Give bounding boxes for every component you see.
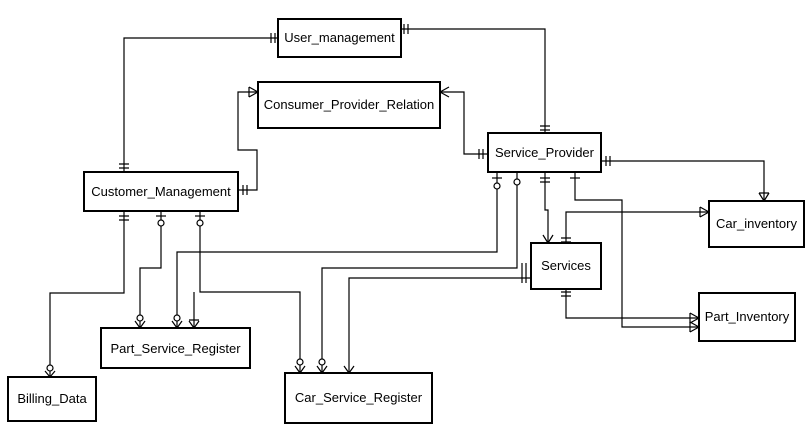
edge-provider-partinv — [574, 172, 699, 328]
edge-user-provider — [401, 28, 546, 133]
entity-label: Part_Inventory — [705, 309, 790, 324]
entity-label: User_management — [284, 30, 395, 45]
entity-label: Consumer_Provider_Relation — [264, 97, 435, 112]
edge-provider-services — [544, 172, 549, 243]
entity-part-inventory[interactable]: Part_Inventory — [698, 292, 796, 342]
edge-customer-carreg — [199, 211, 301, 373]
entity-user-management[interactable]: User_management — [277, 18, 402, 58]
entity-service-provider[interactable]: Service_Provider — [487, 132, 602, 173]
edge-services-partinv — [565, 289, 699, 319]
entity-part-service-register[interactable]: Part_Service_Register — [100, 327, 251, 369]
entity-customer-management[interactable]: Customer_Management — [83, 171, 239, 212]
edge-provider-carinv — [601, 160, 765, 201]
edge-services-carreg — [348, 277, 531, 373]
relationship-lines — [49, 28, 765, 377]
edge-provider-partreg — [176, 172, 498, 328]
entity-car-service-register[interactable]: Car_Service_Register — [284, 372, 433, 424]
entity-consumer-provider-relation[interactable]: Consumer_Provider_Relation — [257, 81, 441, 129]
entity-label: Car_inventory — [716, 216, 797, 231]
edge-relation-provider — [440, 91, 488, 155]
entity-label: Part_Service_Register — [110, 341, 241, 356]
entity-label: Service_Provider — [495, 145, 595, 160]
entity-car-inventory[interactable]: Car_inventory — [708, 200, 805, 248]
entity-label: Billing_Data — [17, 391, 87, 406]
edge-provider-carreg — [321, 172, 518, 373]
edge-carinv-services — [565, 211, 709, 243]
entity-label: Car_Service_Register — [295, 390, 423, 405]
edge-customer-billing — [49, 211, 125, 377]
entity-label: Customer_Management — [91, 184, 231, 199]
entity-label: Services — [541, 258, 591, 273]
edge-user-customer — [123, 37, 278, 172]
entity-services[interactable]: Services — [530, 242, 602, 290]
edge-customer-partreg — [139, 211, 162, 328]
edge-relation-customer — [237, 91, 258, 191]
entity-billing-data[interactable]: Billing_Data — [7, 376, 97, 422]
cardinality-markers — [44, 24, 770, 378]
